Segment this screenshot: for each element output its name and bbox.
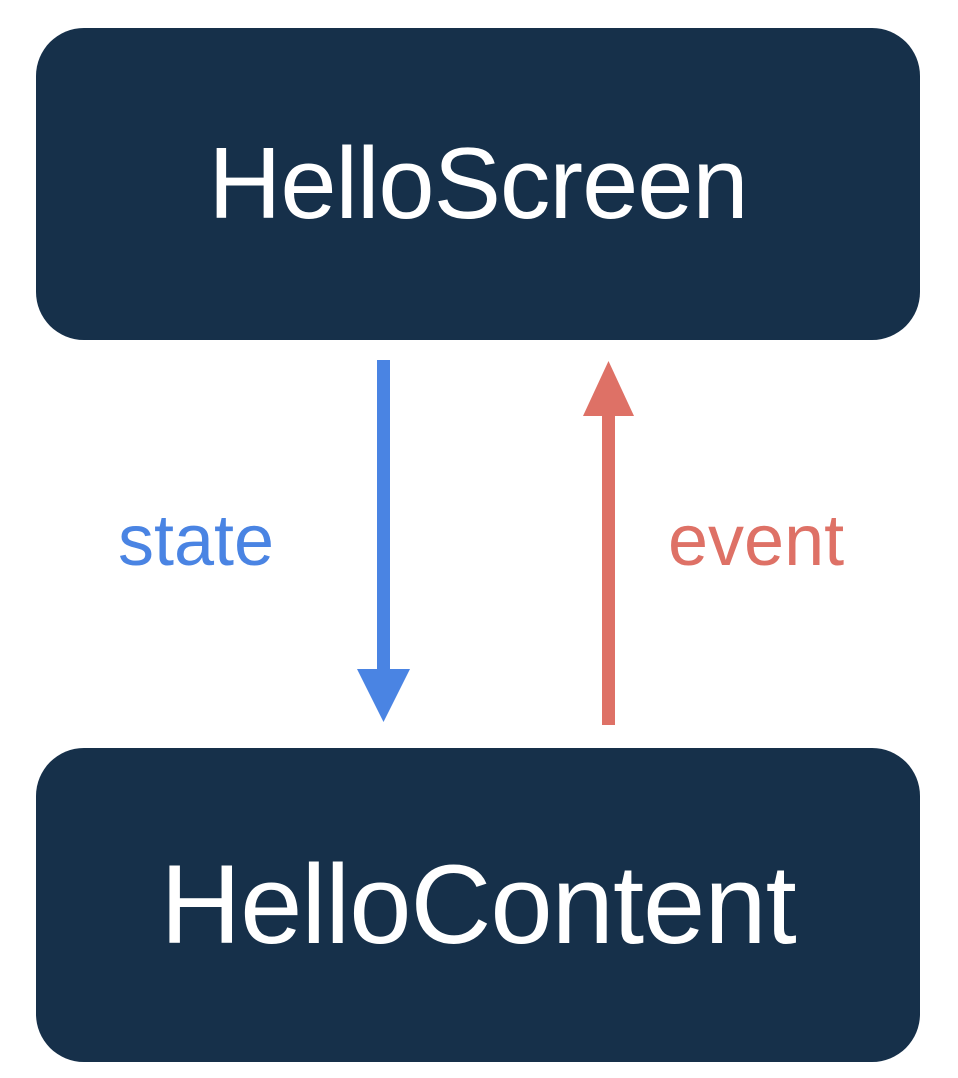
node-hello-content[interactable]: HelloContent (36, 748, 920, 1062)
event-arrow (583, 361, 634, 725)
edge-label-state: state (118, 501, 275, 581)
node-hello-screen-label: HelloScreen (208, 127, 748, 240)
node-hello-content-label: HelloContent (160, 842, 796, 967)
node-hello-screen[interactable]: HelloScreen (36, 28, 920, 340)
edge-label-event: event (668, 501, 845, 581)
state-arrow (357, 360, 410, 722)
